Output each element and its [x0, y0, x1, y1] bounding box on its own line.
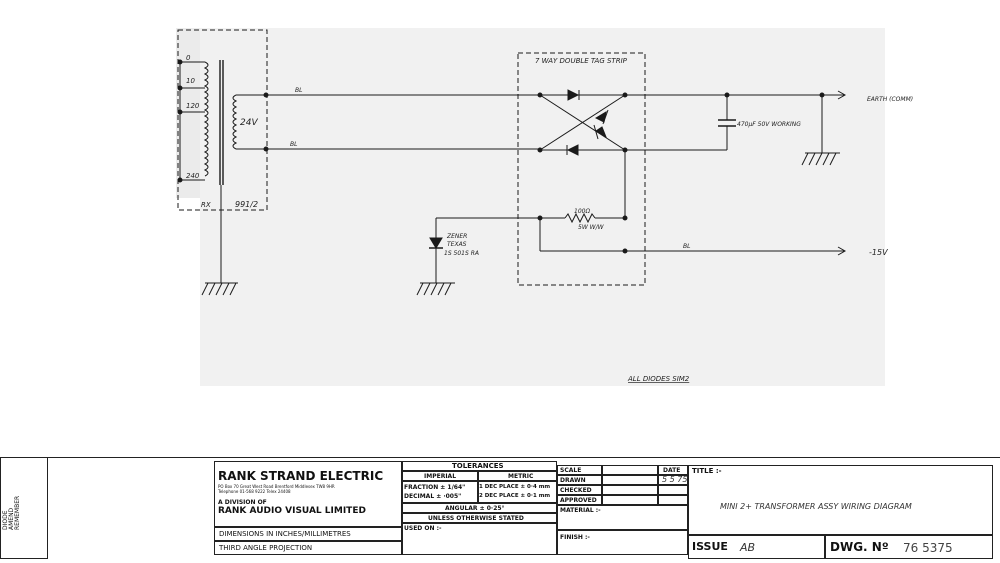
company-cell — [214, 461, 402, 527]
dimensions-cell — [214, 527, 402, 541]
title-cell — [688, 465, 993, 535]
transformer-box — [177, 29, 268, 211]
terminal-dot-bottom — [263, 146, 269, 152]
resistor-rating: 5W W/W — [578, 224, 605, 231]
drawing-sheet — [200, 28, 885, 386]
tap-dot-0 — [177, 59, 183, 65]
approved-label: APPROVED — [560, 497, 597, 504]
tap-dot-240 — [177, 177, 183, 183]
parent-company: RANK AUDIO VISUAL LIMITED — [218, 506, 366, 516]
projection-cell — [214, 541, 402, 555]
tap-label-240: 240 — [186, 172, 200, 180]
company-phone: Telephone 01-568 9222 Telex 24408 — [218, 489, 291, 494]
issue-value: AB — [740, 541, 756, 554]
decimal-tolerance: DECIMAL ± ·005" — [404, 493, 462, 500]
primary-coil — [203, 61, 209, 177]
imperial-header: IMPERIAL — [424, 473, 457, 480]
tap-label-0: 0 — [186, 54, 191, 62]
dimensions-label: DIMENSIONS IN INCHES/MILLIMETRES — [219, 530, 351, 538]
tag-strip-box — [517, 52, 646, 286]
projection-label: THIRD ANGLE PROJECTION — [219, 544, 313, 552]
drawn-date: 5 5 75 — [662, 475, 688, 484]
dwg-no-value: 76 5375 — [903, 541, 953, 555]
date-header: DATE — [663, 467, 681, 474]
tap-label-120: 120 — [186, 102, 200, 110]
material-label: MATERIAL :- — [560, 507, 601, 514]
zener-label-2: TEXAS — [447, 241, 467, 248]
issue-cell — [688, 535, 825, 559]
metric-2dp: 2 DEC PLACE ± 0·1 mm — [479, 493, 551, 499]
transformer-ref-right: 991/2 — [235, 200, 258, 209]
tap-label-10: 10 — [186, 77, 195, 85]
company-address: PO Box 70 Great West Road Brentford Midd… — [218, 484, 335, 489]
junction-dot-7 — [537, 215, 543, 221]
amendment-column — [0, 457, 48, 559]
output-wire-label: BL — [683, 243, 690, 250]
title-block-top-rule — [0, 457, 1000, 458]
junction-dot-9 — [622, 248, 628, 254]
drawing-title: MINI 2+ TRANSFORMER ASSY WIRING DIAGRAM — [720, 502, 912, 511]
zener-label-1: ZENER — [446, 233, 467, 240]
junction-dot-8 — [622, 215, 628, 221]
drawn-label: DRAWN — [560, 477, 586, 484]
diodes-note: ALL DIODES SIM2 — [627, 375, 690, 383]
diode-top — [567, 89, 580, 101]
used-on-label: USED ON :- — [404, 525, 442, 532]
fraction-tolerance: FRACTION ± 1/64" — [404, 484, 466, 491]
resistor-value: 100Ω — [574, 208, 590, 215]
junction-dot-6 — [819, 92, 825, 98]
company-name: RANK STRAND ELECTRIC — [218, 469, 384, 483]
zener-label-3: 1S 501S RA — [444, 250, 479, 257]
secondary-coil — [232, 94, 238, 150]
metric-header: METRIC — [508, 473, 534, 480]
angular-tolerance: ANGULAR ± 0·25° — [445, 505, 505, 512]
earth-label: EARTH (COMM) — [867, 96, 913, 103]
scale-label: SCALE — [560, 467, 582, 474]
side-label-remember: REMEMBER — [14, 495, 21, 530]
checked-label: CHECKED — [560, 487, 592, 494]
unless-stated: UNLESS OTHERWISE STATED — [428, 515, 524, 522]
capacitor-label: 470µF 50V WORKING — [737, 121, 801, 128]
transformer-ref-left: RX — [201, 201, 211, 209]
metric-1dp: 1 DEC PLACE ± 0·4 mm — [479, 484, 551, 490]
tap-dot-10 — [177, 85, 183, 91]
tolerances-title: TOLERANCES — [452, 462, 504, 470]
title-block: DIODE AMEND REMEMBER RANK STRAND ELECTRI… — [0, 455, 1000, 563]
junction-dot-4 — [622, 147, 628, 153]
diode-diagonal-2 — [595, 126, 608, 139]
zener-diode — [429, 237, 443, 249]
junction-dot-5 — [724, 92, 730, 98]
output-voltage-label: -15V — [869, 248, 888, 257]
dwg-cell — [825, 535, 993, 559]
terminal-dot-top — [263, 92, 269, 98]
dwg-no-label: DWG. Nº — [830, 540, 889, 554]
tap-dot-120 — [177, 109, 183, 115]
wire-top-label: BL — [295, 87, 302, 94]
secondary-voltage-label: 24V — [240, 118, 258, 128]
diode-bottom — [566, 144, 579, 156]
junction-dot-3 — [537, 147, 543, 153]
issue-label: ISSUE — [692, 540, 728, 553]
junction-dot-1 — [537, 92, 543, 98]
junction-dot-2 — [622, 92, 628, 98]
division-of: A DIVISION OF — [218, 499, 267, 506]
bridge-diagonal-2 — [539, 94, 626, 151]
tag-strip-label: 7 WAY DOUBLE TAG STRIP — [535, 57, 628, 65]
finish-label: FINISH :- — [560, 534, 590, 541]
resistor — [564, 212, 596, 224]
title-label: TITLE :- — [692, 467, 722, 475]
wire-bottom-label: BL — [290, 141, 297, 148]
